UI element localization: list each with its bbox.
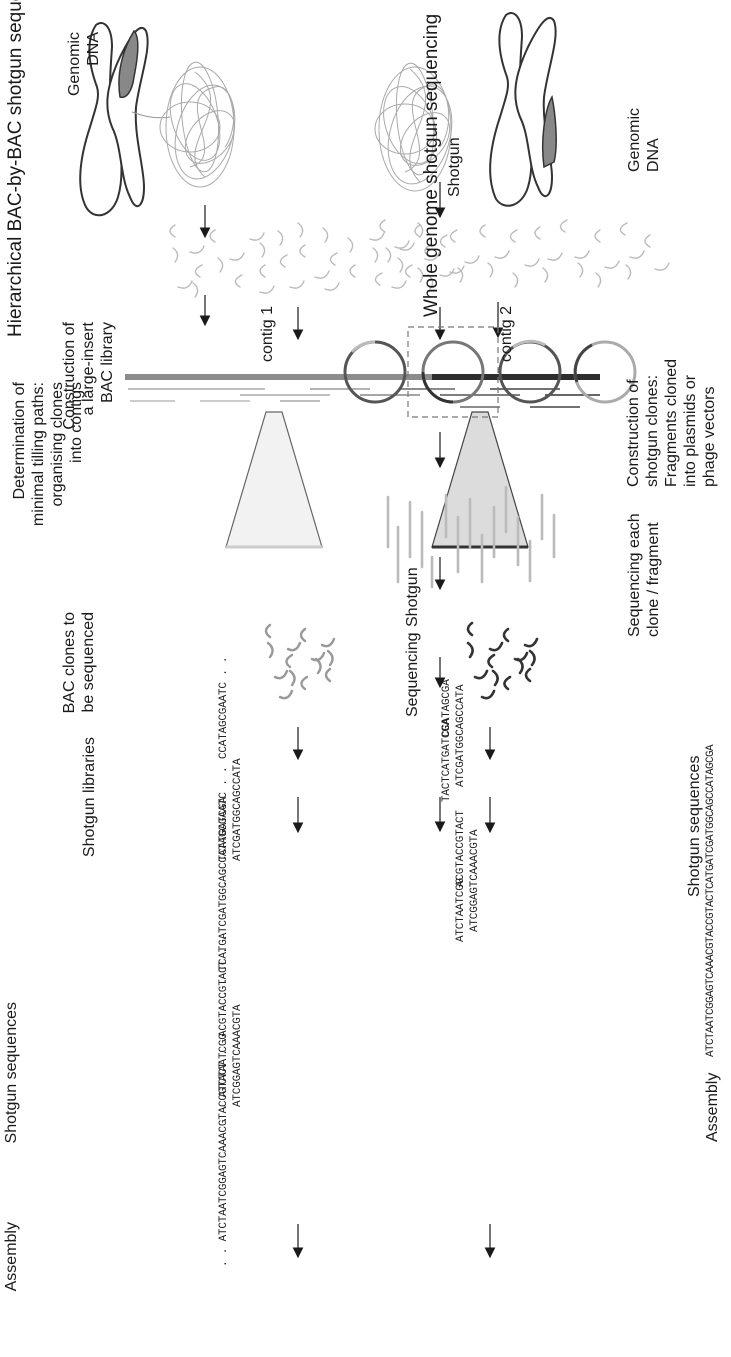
genomic-dna-tangle-left: [160, 61, 245, 187]
right-shotgun-label: Shotgun: [445, 137, 464, 197]
left-title: Hierarchical BAC-by-BAC shotgun sequenci…: [6, 0, 25, 337]
shotgun-library-light: [266, 625, 334, 698]
step-assembly-left: Assembly: [2, 1222, 21, 1297]
left-read-6: ATCGATGGCAGCCATA: [232, 759, 244, 861]
left-assembly-seq-1: . . ATCTAATCGGAGTCAAACGTACCGTACT . .: [218, 1037, 230, 1267]
left-shotgun-label: Shotgun: [403, 567, 422, 627]
step-shotgun-libraries: Shotgun libraries: [80, 737, 99, 907]
bac-clone-trapezoid-1: [226, 412, 322, 547]
right-read-5: ATCGATGGCAGCCATA: [455, 685, 467, 787]
step-genomic-dna-right: Genomic DNA: [625, 108, 663, 172]
left-read-5: CCATAGCGAATC . .: [218, 657, 230, 759]
step-shotgun-sequences-left: Shotgun sequences: [2, 1002, 21, 1187]
contig1-label: contig 1: [258, 306, 277, 362]
step-assembly-right: Assembly: [703, 1073, 722, 1142]
right-read-6: CCATAGCGA: [441, 679, 453, 737]
right-read-1: ATCTAATCGG: [455, 878, 467, 942]
left-assembly-seq-2: . . TCATGATCGATGGCAGCCATAGCGAATC . .: [218, 767, 230, 997]
step-shotgun-clones: Construction of shotgun clones: Fragment…: [624, 359, 719, 487]
tiling-clones: [128, 389, 600, 407]
shotgun-library-dark: [468, 623, 537, 698]
chromosome-right: [490, 13, 556, 206]
right-title: Whole genome shotgun sequencing: [422, 14, 441, 317]
contig2-label: contig 2: [497, 306, 516, 362]
step-genomic-dna-left: Genomic DNA: [65, 32, 103, 207]
right-read-2: ATCGGAGTCAAACGTA: [469, 830, 481, 932]
step-sequencing-clones: Sequencing each clone / fragment: [625, 513, 663, 637]
step-shotgun-sequences-right: Shotgun sequences: [685, 756, 704, 897]
step-tiling-paths: Determination of minimal tilling paths: …: [10, 382, 86, 597]
bac-library-fragments: [170, 223, 464, 297]
left-sequencing-label: Sequencing: [403, 632, 422, 717]
right-assembly-seq: ATCTAATCGGAGTCAAACGTACCGTACTCATGATCGATGG…: [705, 745, 717, 1057]
right-read-3: ACGTACCGTACT: [455, 810, 467, 887]
left-read-3: ATCGGAGTCAAACGTA: [232, 1005, 244, 1107]
plasmid-circles: [345, 327, 635, 417]
